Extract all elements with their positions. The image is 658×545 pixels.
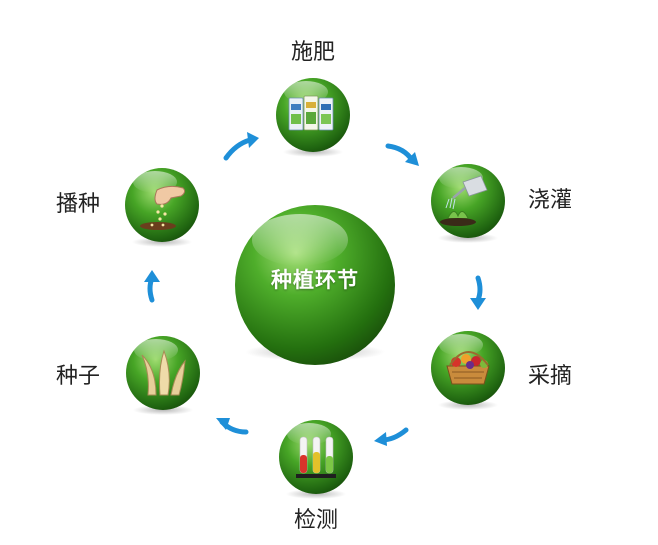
watering-can-icon <box>440 175 488 226</box>
arrow-irrigate-to-harvest <box>470 275 486 310</box>
arrow-harvest-to-test <box>374 427 409 446</box>
center-label: 种植环节 <box>271 268 359 292</box>
arrow-test-to-seed <box>216 418 249 435</box>
test-tubes-icon <box>296 436 336 478</box>
step-label-harvest: 采摘 <box>528 364 573 389</box>
step-label-fertilize: 施肥 <box>291 40 336 65</box>
step-label-irrigate: 浇灌 <box>528 188 573 213</box>
step-label-seed: 种子 <box>56 364 101 389</box>
sphere-irrigate <box>431 164 505 243</box>
seed-sprout-icon <box>141 349 186 396</box>
arrow-seed-to-sow <box>144 270 160 303</box>
arrow-fertilize-to-irrigate <box>385 143 419 166</box>
step-label-test: 检测 <box>294 508 339 533</box>
arrow-sow-to-fertilize <box>223 132 259 161</box>
center-sphere <box>235 205 395 365</box>
fruit-basket-icon <box>446 351 490 385</box>
step-label-sow: 播种 <box>56 192 101 217</box>
fertilizer-bags-icon <box>288 95 334 131</box>
sowing-hand-icon <box>140 185 186 230</box>
